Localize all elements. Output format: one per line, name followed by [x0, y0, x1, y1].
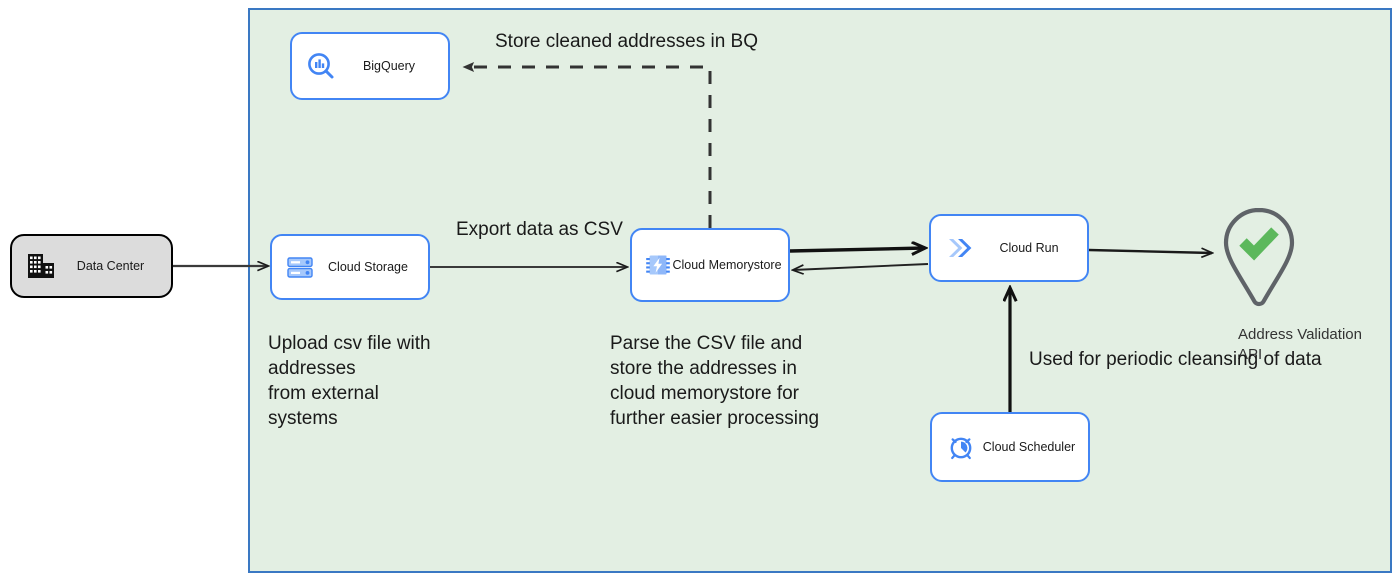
node-cloud-scheduler[interactable]: Cloud Scheduler [930, 412, 1090, 482]
edge-label-export-csv: Export data as CSV [456, 219, 623, 240]
node-data-center[interactable]: Data Center [10, 234, 173, 298]
memorystore-icon [644, 251, 672, 279]
note-upload-csv: Upload csv file with addresses from exte… [268, 333, 431, 430]
note-parse-csv: Parse the CSV file and store the address… [610, 333, 820, 430]
edge-label-store-in-bq: Store cleaned addresses in BQ [495, 31, 758, 52]
edge-label-scheduler: Used for periodic cleansing of data [1029, 349, 1322, 370]
map-pin-check-icon [1223, 207, 1295, 307]
node-label: Cloud Run [999, 240, 1059, 255]
node-cloud-memorystore[interactable]: Cloud Memorystore [630, 228, 790, 302]
node-label: Cloud Storage [328, 259, 408, 274]
cloud-storage-icon [286, 253, 314, 281]
node-cloud-run[interactable]: Cloud Run [929, 214, 1089, 282]
datacenter-icon [26, 252, 56, 280]
node-cloud-storage[interactable]: Cloud Storage [270, 234, 430, 300]
node-label: Cloud Memorystore [672, 257, 782, 272]
google-cloud-zone [248, 8, 1392, 573]
node-label: Cloud Scheduler [982, 439, 1076, 454]
node-address-validation-api[interactable] [1218, 206, 1300, 313]
cloud-run-icon [945, 234, 977, 262]
node-bigquery[interactable]: BigQuery [290, 32, 450, 100]
address-validation-api-label: Address Validation API [1238, 326, 1362, 363]
node-label: BigQuery [362, 58, 416, 73]
node-label: Data Center [76, 258, 145, 273]
bigquery-icon [306, 51, 336, 81]
cloud-scheduler-icon [946, 432, 976, 462]
